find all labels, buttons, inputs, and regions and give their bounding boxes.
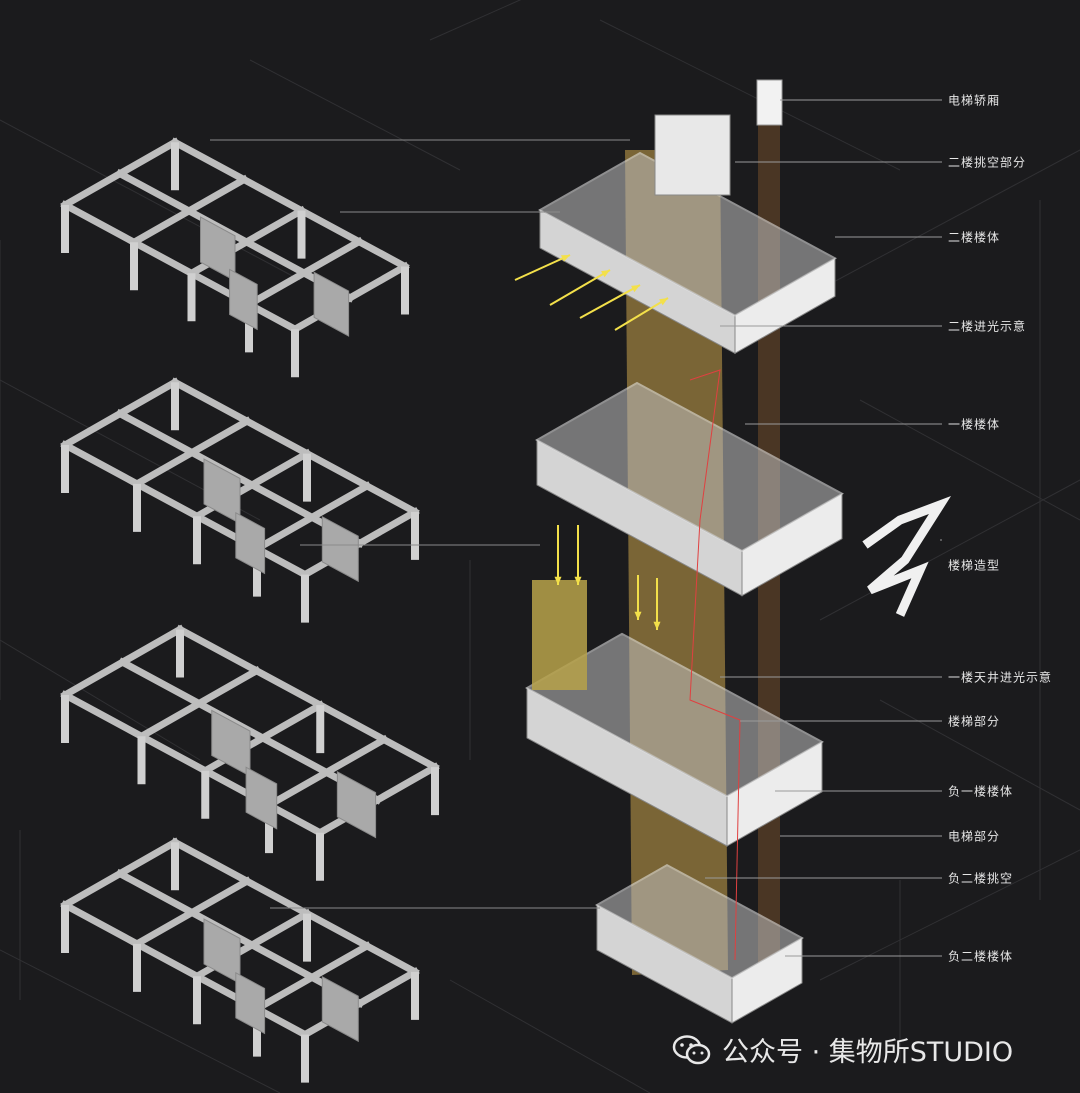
frame-beam — [60, 624, 185, 700]
daylight-arrow-head — [631, 285, 640, 293]
courtyard-light-panel — [532, 580, 587, 690]
daylight-arrow — [514, 254, 571, 281]
watermark-text: 公众号 · 集物所STUDIO — [722, 1037, 1014, 1068]
daylight-arrow — [614, 297, 669, 331]
frame-beam — [252, 481, 372, 554]
first-floor-slab-top-outline — [534, 381, 845, 552]
frame-beam — [60, 900, 310, 1040]
frame-beam — [300, 967, 420, 1040]
daylight-arrow-head — [634, 611, 642, 620]
second-floor-slab-top-outline — [537, 151, 838, 317]
daylight-arrow — [549, 269, 611, 306]
label-elevator-part: 电梯部分 — [948, 829, 1001, 844]
label-stair-part: 楼梯部分 — [948, 714, 1001, 729]
frame-beam — [264, 734, 389, 810]
background-context-line — [859, 399, 1080, 521]
frame-beam — [60, 377, 180, 450]
elevator-car — [756, 79, 783, 126]
frame-beam — [60, 837, 180, 910]
label-basement1-body: 负一楼楼体 — [948, 784, 1014, 799]
frame-beam — [252, 941, 372, 1014]
frame-beam — [132, 416, 252, 489]
frame-wall-panel — [313, 271, 350, 337]
label-basement2-void: 负二楼挑空 — [948, 871, 1014, 886]
frame-beam — [244, 236, 364, 310]
watermark: 公众号 · 集物所STUDIO — [672, 1030, 1013, 1069]
frame-wall-panel — [229, 268, 258, 331]
frame-wall-panel — [235, 971, 266, 1035]
label-elevator-car: 电梯轿厢 — [948, 93, 1001, 108]
frame-beam — [60, 440, 310, 580]
label-stair-form: 楼梯造型 — [948, 558, 1001, 573]
frame-beam — [132, 876, 252, 949]
daylight-arrow-head — [554, 576, 562, 585]
label-first-floor-body: 一楼楼体 — [948, 417, 1001, 432]
daylight-arrow-head — [601, 270, 610, 278]
wechat-icon — [672, 1034, 712, 1066]
background-context-line — [799, 149, 1080, 301]
label-second-floor-body: 二楼楼体 — [948, 230, 1001, 245]
background-context-line — [819, 849, 1080, 981]
background-context-line — [0, 119, 301, 281]
background-context-line — [429, 0, 522, 41]
frame-beam — [60, 200, 300, 334]
frame-beam — [315, 762, 440, 838]
frame-beam — [290, 261, 410, 334]
frame-beam — [170, 137, 410, 272]
frame-wall-panel — [203, 918, 241, 985]
frame-beam — [175, 624, 440, 772]
second-floor-void-structure — [654, 114, 731, 196]
frame-wall-panel — [321, 515, 359, 583]
background-context-line — [819, 479, 1080, 621]
frame-beam — [129, 174, 249, 248]
frame-beam — [136, 665, 262, 742]
background-context-line — [449, 979, 651, 1093]
stair-path-line — [689, 369, 741, 961]
frame-beam — [170, 377, 420, 517]
daylight-arrow-head — [653, 621, 661, 630]
frame-wall-panel — [245, 766, 278, 830]
daylight-arrow-head — [659, 298, 668, 306]
background-context-line — [0, 949, 281, 1093]
background-context-line — [599, 19, 901, 171]
frame-wall-panel — [336, 771, 377, 839]
background-context-line — [249, 59, 461, 171]
frame-beam — [60, 137, 180, 210]
frame-wall-panel — [203, 458, 241, 525]
frame-beam — [170, 837, 420, 977]
label-second-floor-daylight: 二楼进光示意 — [948, 319, 1027, 334]
background-context-line — [0, 639, 201, 761]
daylight-arrow-head — [561, 255, 570, 262]
basement1-slab-top-outline — [524, 632, 825, 798]
label-second-floor-void: 二楼挑空部分 — [948, 155, 1027, 170]
label-first-floor-courtyard-daylight: 一楼天井进光示意 — [948, 670, 1053, 685]
label-basement2-body: 负二楼楼体 — [948, 949, 1014, 964]
daylight-arrow — [579, 284, 641, 319]
basement2-slab-top-outline — [594, 863, 805, 980]
frame-wall-panel — [235, 511, 266, 575]
daylight-arrow-head — [574, 576, 582, 585]
frame-wall-panel — [321, 975, 359, 1043]
frame-beam — [60, 690, 325, 838]
background-context-line — [879, 699, 1080, 811]
stair-form-model — [862, 496, 952, 617]
frame-beam — [300, 507, 420, 580]
